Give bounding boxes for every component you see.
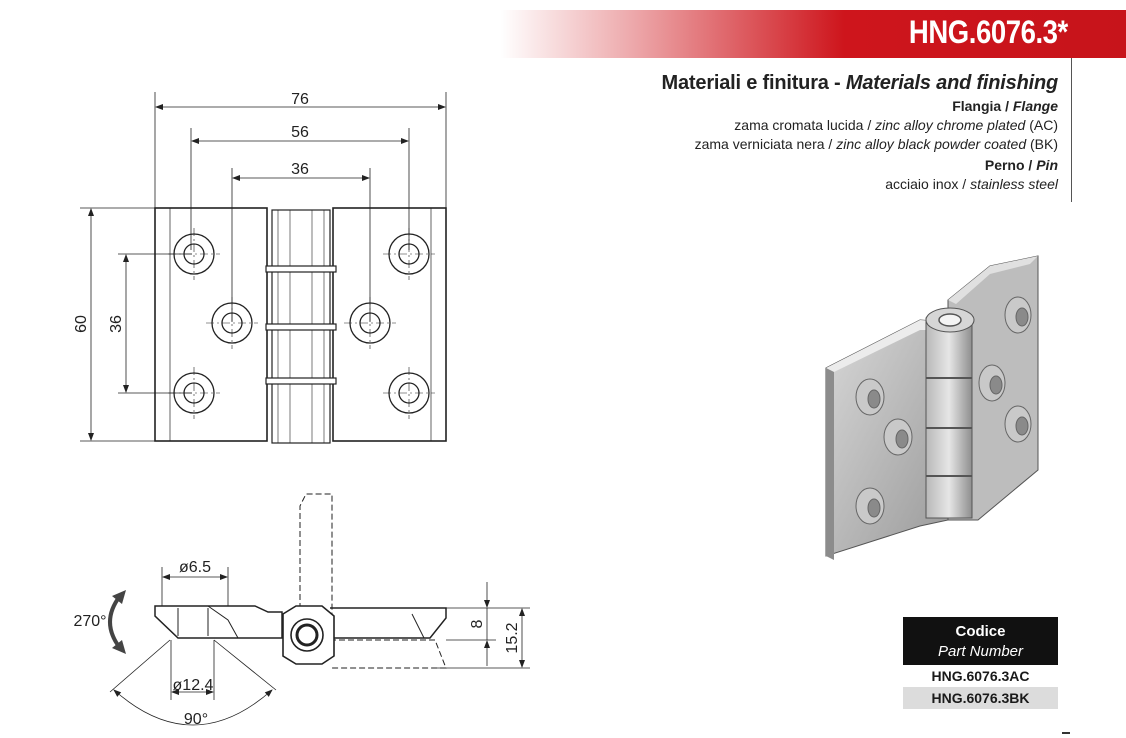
angle-90: 90° bbox=[184, 711, 208, 728]
pin-heading: Perno / Pin bbox=[984, 157, 1058, 173]
part-number-row: HNG.6076.3AC bbox=[931, 668, 1030, 684]
front-view bbox=[80, 92, 447, 444]
side-view bbox=[108, 493, 530, 726]
flange-finish-bk: zama verniciata nera / zinc alloy black … bbox=[694, 136, 1058, 152]
page-mark bbox=[1062, 732, 1070, 734]
part-number-row: HNG.6076.3BK bbox=[903, 687, 1058, 709]
flange-heading: Flangia / Flange bbox=[952, 98, 1058, 114]
header-bar bbox=[500, 10, 1126, 58]
part-number-table: Codice Part Number HNG.6076.3AC HNG.6076… bbox=[903, 617, 1058, 709]
part-number-header: Codice Part Number bbox=[903, 617, 1058, 665]
dim-36-horizontal: 36 bbox=[291, 161, 309, 178]
dim-76: 76 bbox=[291, 91, 309, 108]
dim-8: 8 bbox=[469, 619, 486, 628]
materials-section: Materiali e finitura - Materials and fin… bbox=[661, 72, 1059, 194]
angle-270: 270° bbox=[73, 613, 106, 630]
dim-56: 56 bbox=[291, 124, 309, 141]
dim-36-vertical: 36 bbox=[108, 315, 125, 333]
dim-60: 60 bbox=[73, 315, 90, 333]
dim-diameter-6-5: ø6.5 bbox=[179, 559, 211, 576]
materials-heading: Materiali e finitura - Materials and fin… bbox=[661, 72, 1059, 94]
flange-finish-ac: zama cromata lucida / zinc alloy chrome … bbox=[734, 117, 1058, 133]
spec-divider bbox=[1071, 58, 1072, 202]
product-code-title: HNG.6076.3* bbox=[909, 14, 1068, 50]
dim-15-2: 15.2 bbox=[504, 622, 521, 653]
hinge-3d-render bbox=[825, 255, 1039, 560]
dim-diameter-12-4: ø12.4 bbox=[173, 677, 214, 694]
pin-material: acciaio inox / stainless steel bbox=[885, 176, 1058, 192]
